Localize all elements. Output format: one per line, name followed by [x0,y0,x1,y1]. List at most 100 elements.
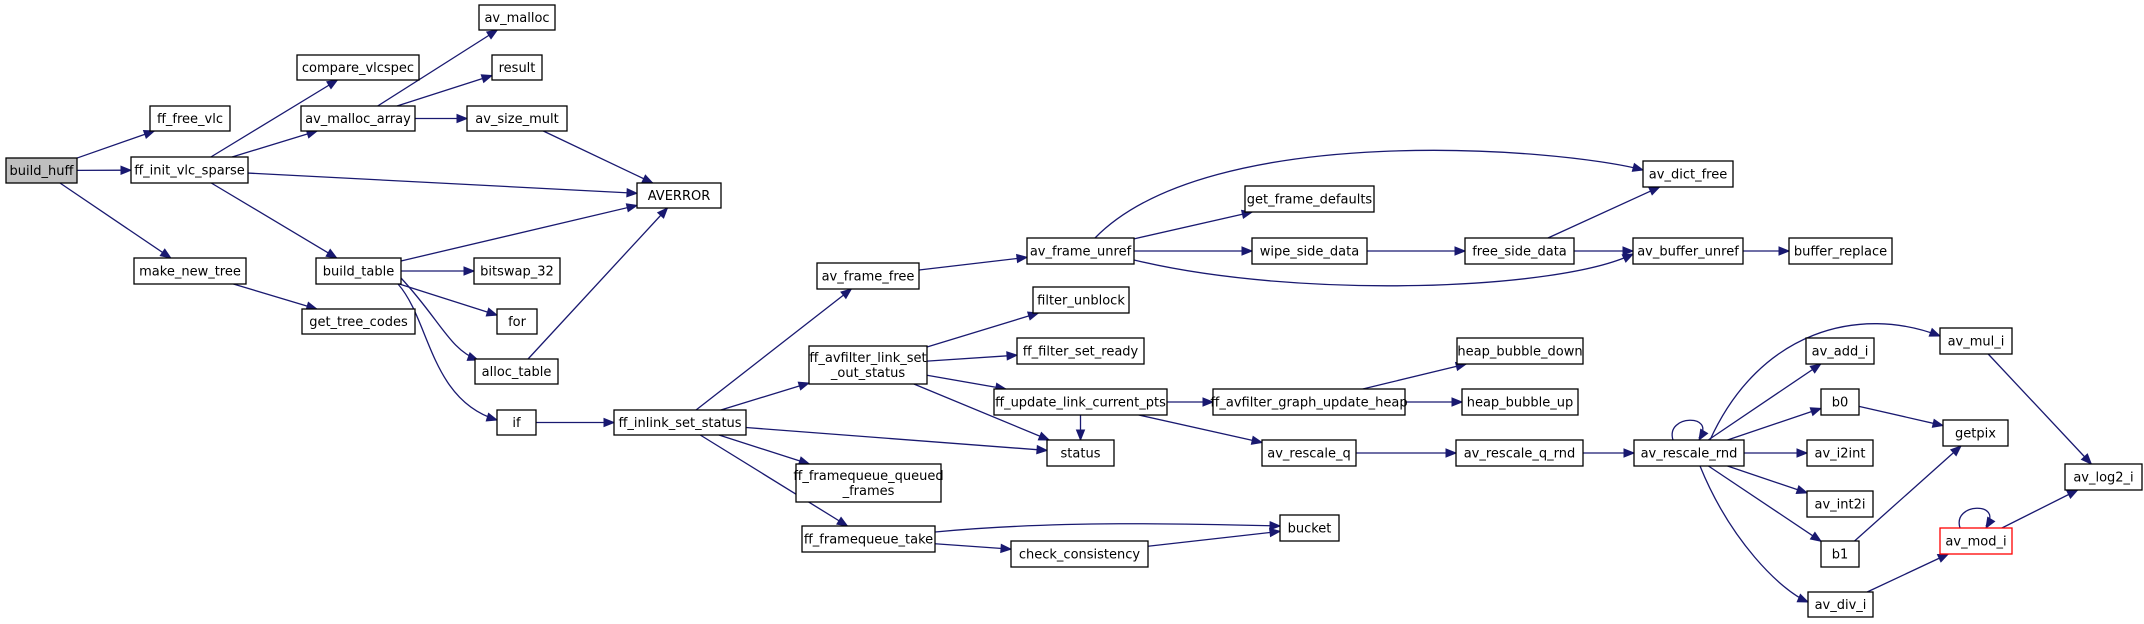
node-av-frame-unref[interactable]: av_frame_unref [1026,237,1135,265]
node-build-huff[interactable]: build_huff [5,157,78,184]
node-ff-init-vlc-sparse[interactable]: ff_init_vlc_sparse [130,156,249,184]
node-box [478,4,556,31]
edge-av-frame-unref-to-av-buffer-unref [1133,253,1635,287]
edge-ff-avfilter-link-set-out-status-to-ff-filter-set-ready [926,351,1019,362]
node-ff-filter-set-ready[interactable]: ff_filter_set_ready [1016,337,1145,365]
node-build-table[interactable]: build_table [315,257,402,285]
edge-arrowhead [641,174,654,184]
node-get-frame-defaults[interactable]: get_frame_defaults [1244,185,1375,213]
edge-av-rescale-rnd-to-av-rescale-rnd [1671,419,1709,442]
node-b1[interactable]: b1 [1820,540,1860,568]
edge-ff-init-vlc-sparse-to-compare-vlcspec [210,79,339,158]
node-label: b1 [1832,548,1849,563]
edge-line [720,382,810,411]
edge-line [1138,414,1263,444]
node-b0[interactable]: b0 [1820,388,1860,416]
node-ff-inlink-set-status[interactable]: ff_inlink_set_status [613,409,747,436]
node-ff-avfilter-link-set-out-status[interactable]: ff_avfilter_link_set_out_status [808,345,928,385]
node-av-int2i[interactable]: av_int2i [1806,490,1874,518]
node-get-tree-codes[interactable]: get_tree_codes [301,308,416,335]
node-for[interactable]: for [496,308,538,335]
node-ff-avfilter-graph-update-heap[interactable]: ff_avfilter_graph_update_heap [1210,388,1408,416]
edge-arrowhead [1809,363,1822,374]
node-label: alloc_table [482,365,552,380]
node-ff-update-link-current-pts[interactable]: ff_update_link_current_pts [993,388,1168,416]
edge-line [1133,211,1253,240]
edge-line [231,130,318,158]
edge-ff-avfilter-link-set-out-status-to-filter-unblock [926,311,1040,348]
node-av-rescale-rnd[interactable]: av_rescale_rnd [1633,439,1745,467]
edge-line [1987,353,2092,465]
node-ff-framequeue-take[interactable]: ff_framequeue_take [801,525,936,553]
edge-arrowhead [1000,543,1013,554]
edge-arrowhead [1796,448,1809,458]
node-alloc-table[interactable]: alloc_table [474,358,559,385]
edge-av-mod-i-to-av-log2-i [2001,489,2079,529]
node-ff-framequeue-queued-frames[interactable]: ff_framequeue_queued_frames [793,463,944,503]
node-av-div-i[interactable]: av_div_i [1807,591,1874,618]
node-av-malloc[interactable]: av_malloc [478,4,556,31]
node-label: av_size_mult [475,112,558,127]
edge-line [377,29,498,107]
edge-arrowhead [1622,246,1635,256]
edge-av-frame-unref-to-av-dict-free [1094,149,1645,239]
node-averror[interactable]: AVERROR [636,182,722,209]
node-box [473,257,561,285]
edge-av-malloc-array-to-result [396,74,494,107]
edge-build-table-to-for [399,283,499,317]
node-label: ff_filter_set_ready [1023,345,1139,360]
node-av-log2-i[interactable]: av_log2_i [2064,463,2143,491]
node-getpix[interactable]: getpix [1942,419,2009,447]
node-free-side-data[interactable]: free_side_data [1464,237,1575,265]
edge-line [745,426,1048,452]
node-av-add-i[interactable]: av_add_i [1805,337,1875,365]
node-av-malloc-array[interactable]: av_malloc_array [300,105,416,132]
node-box [130,156,249,184]
edge-if-to-ff-inlink-set-status [536,417,616,428]
node-compare-vlcspec[interactable]: compare_vlcspec [296,54,420,81]
node-wipe-side-data[interactable]: wipe_side_data [1251,237,1368,265]
edge-line [399,283,498,316]
node-av-frame-free[interactable]: av_frame_free [816,262,920,290]
node-heap-bubble-down[interactable]: heap_bubble_down [1456,337,1584,365]
node-status[interactable]: status [1046,439,1115,467]
node-filter-unblock[interactable]: filter_unblock [1032,286,1130,314]
node-make-new-tree[interactable]: make_new_tree [133,257,247,285]
node-av-size-mult[interactable]: av_size_mult [466,105,568,132]
node-av-rescale-q-rnd[interactable]: av_rescale_q_rnd [1455,439,1584,467]
edge-ff-inlink-set-status-to-ff-framequeue-take [699,434,849,527]
node-label: check_consistency [1019,548,1141,563]
edge-arrowhead [485,412,499,422]
node-box [1642,160,1734,188]
edge-line [934,543,1012,550]
node-ff-free-vlc[interactable]: ff_free_vlc [149,105,231,132]
edge-build-huff-to-make-new-tree [59,182,172,259]
edge-arrowhead [1809,531,1823,543]
edge-line [543,130,653,184]
node-av-buffer-unref[interactable]: av_buffer_unref [1632,237,1744,265]
node-av-dict-free[interactable]: av_dict_free [1642,160,1734,188]
edges-layer [59,29,2093,603]
node-av-i2int[interactable]: av_i2int [1806,439,1874,467]
edge-av-malloc-array-to-av-size-mult [415,113,469,124]
node-box [1939,327,2013,355]
node-check-consistency[interactable]: check_consistency [1010,540,1149,568]
node-bucket[interactable]: bucket [1279,514,1340,542]
node-av-rescale-q[interactable]: av_rescale_q [1261,439,1357,467]
node-if[interactable]: if [496,409,537,436]
edge-free-side-data-to-av-dict-free [1547,186,1661,239]
edge-wipe-side-data-to-free-side-data [1367,246,1467,256]
edge-line [397,283,498,421]
node-label: heap_bubble_up [1467,396,1574,411]
node-bitswap-32[interactable]: bitswap_32 [473,257,561,285]
node-result[interactable]: result [491,54,543,81]
node-av-mod-i[interactable]: av_mod_i [1939,527,2013,555]
node-label: av_mod_i [1945,535,2006,550]
node-buffer-replace[interactable]: buffer_replace [1788,237,1893,265]
node-box [1464,237,1575,265]
node-box [1806,490,1874,518]
node-av-mul-i[interactable]: av_mul_i [1939,327,2013,355]
edge-arrowhead [1623,448,1636,458]
edge-av-rescale-q-to-av-rescale-q-rnd [1356,448,1458,458]
node-heap-bubble-up[interactable]: heap_bubble_up [1461,388,1579,416]
